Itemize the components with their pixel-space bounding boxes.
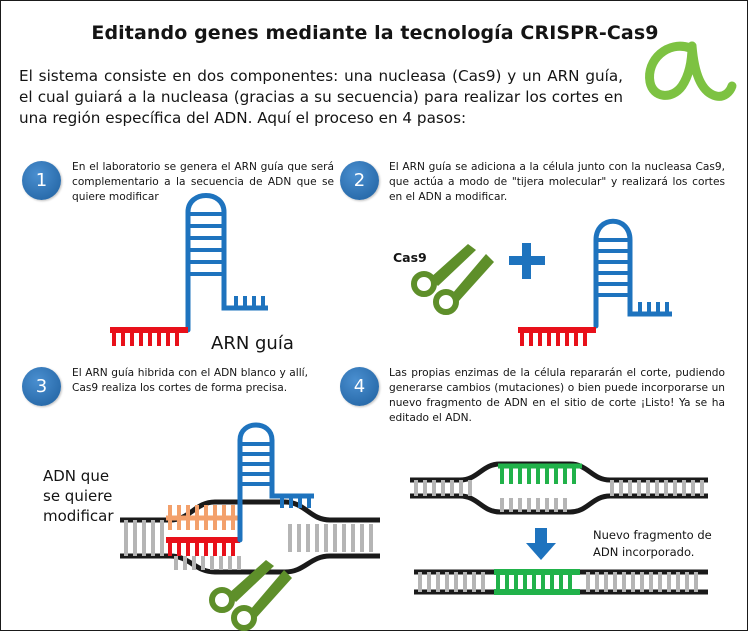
- step-3-text: El ARN guía hibrida con el ADN blanco y …: [72, 367, 308, 394]
- step-3-badge: 3: [22, 367, 61, 406]
- target-dna-label-line-1: ADN que: [43, 467, 110, 485]
- page-title: Editando genes mediante la tecnología CR…: [91, 22, 659, 44]
- step-1-text: En el laboratorio se genera el ARN guía …: [72, 161, 334, 203]
- step-1-badge: 1: [22, 161, 61, 200]
- target-dna-label-line-2: se quiere: [43, 487, 113, 505]
- guide-rna-label: ARN guía: [211, 333, 294, 354]
- step-2-guide-rna-icon: [518, 218, 672, 346]
- step-4-badge: 4: [340, 367, 379, 406]
- new-fragment-label-line-1: Nuevo fragmento de: [593, 528, 712, 542]
- target-dna-label: ADN que se quiere modificar: [43, 466, 114, 526]
- target-dna-label-line-3: modificar: [43, 507, 114, 525]
- intro-paragraph: El sistema consiste en dos componentes: …: [19, 67, 623, 127]
- step-1-guide-rna-icon: [110, 193, 268, 346]
- step-4-edited-dna-icon: [414, 569, 708, 595]
- step-4-dna-bubble-icon: [410, 461, 708, 515]
- cas9-scissors-icon: [414, 244, 494, 312]
- new-fragment-label: Nuevo fragmento de ADN incorporado.: [593, 527, 712, 561]
- alpha-logo-icon: [645, 41, 737, 101]
- cas9-label: Cas9: [393, 250, 427, 265]
- step-4-text: Las propias enzimas de la célula reparar…: [389, 367, 725, 424]
- step-3-dna-hybrid-icon: [120, 422, 380, 575]
- plus-icon: [509, 243, 545, 279]
- new-fragment-label-line-2: ADN incorporado.: [593, 545, 695, 559]
- step-2-text: El ARN guía se adiciona a la célula junt…: [389, 161, 725, 203]
- step-2-badge: 2: [340, 161, 379, 200]
- arrow-down-icon: [526, 528, 556, 560]
